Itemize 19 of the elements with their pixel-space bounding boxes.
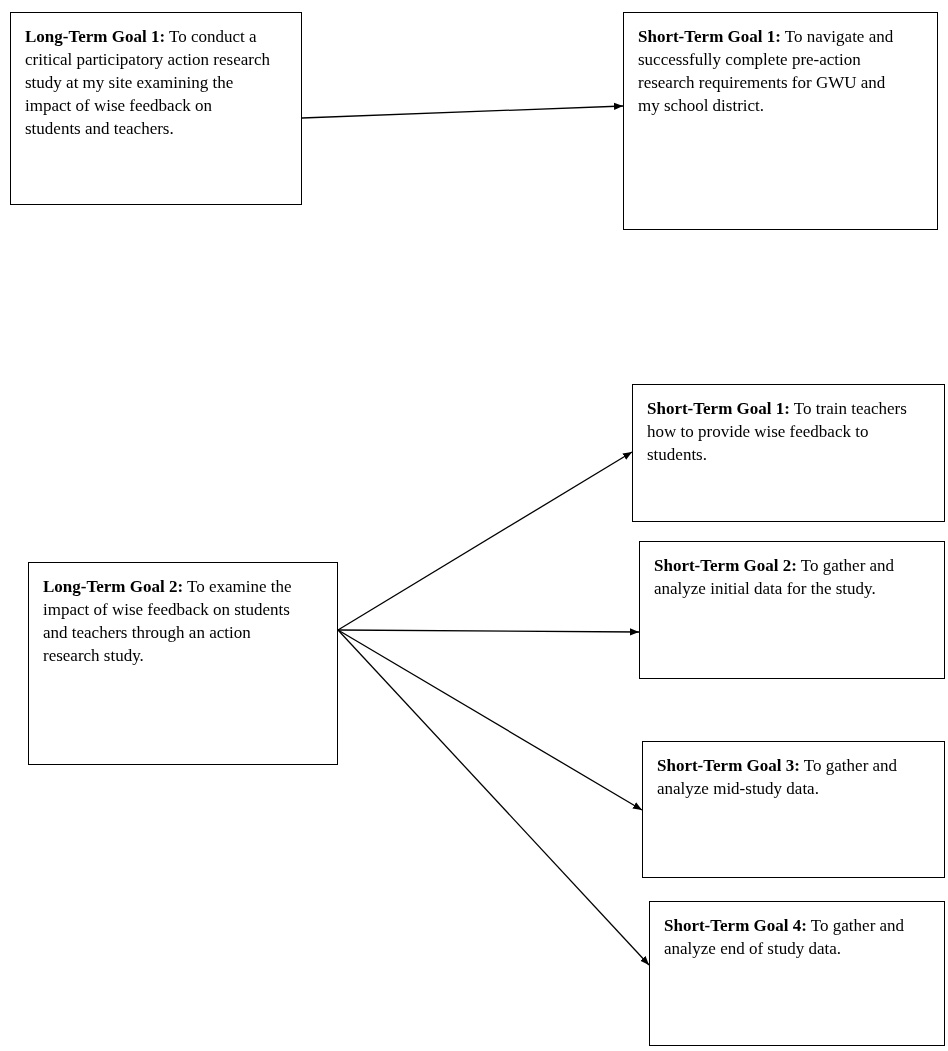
goal-text: Short-Term Goal 3: To gather and analyze mid-study data.	[657, 755, 899, 800]
goal-box	[642, 741, 945, 878]
goal-box	[10, 12, 302, 205]
goal-text: Short-Term Goal 1: To navigate and successfully complete pre-action research requirements for GWU and my school district.	[638, 26, 895, 117]
goal-text: Long-Term Goal 1: To conduct a critical participatory action research study at my site examining the impact of wise feedback on students and teachers.	[25, 26, 271, 140]
goal-box	[28, 562, 338, 765]
goal-box	[649, 901, 945, 1046]
arrow	[337, 451, 633, 631]
goal-text: Short-Term Goal 4: To gather and analyze end of study data.	[664, 915, 906, 960]
goal-box	[639, 541, 945, 679]
goal-text: Long-Term Goal 2: To examine the impact of wise feedback on students and teachers through an action research study.	[43, 576, 293, 667]
goal-box	[623, 12, 938, 230]
goal-text: Short-Term Goal 2: To gather and analyze initial data for the study.	[654, 555, 896, 600]
goal-box	[632, 384, 945, 522]
arrow	[337, 629, 643, 811]
goal-text: Short-Term Goal 1: To train teachers how to provide wise feedback to students.	[647, 398, 908, 466]
arrow	[337, 629, 650, 966]
arrow	[301, 102, 624, 119]
arrow	[337, 628, 640, 636]
